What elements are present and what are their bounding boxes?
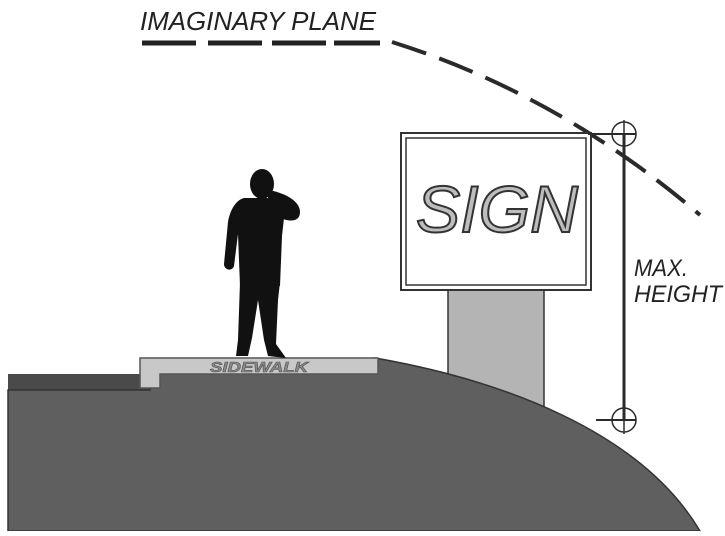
- sign-board-text: SIGN: [416, 172, 578, 246]
- sign-board: [400, 132, 592, 291]
- sidewalk-label: SIDEWALK: [210, 359, 309, 376]
- sign-board-inner-border: [405, 137, 587, 286]
- ground-hill: [7, 357, 702, 532]
- imaginary-plane-arc: [391, 40, 702, 217]
- person-silhouette: [224, 169, 300, 358]
- max-height-dimension: [588, 120, 637, 434]
- road-surface: [8, 374, 168, 394]
- sidewalk: [139, 357, 379, 389]
- max-height-label-line2: HEIGHT: [634, 281, 724, 308]
- imaginary-plane-label: IMAGINARY PLANE: [140, 6, 377, 36]
- max-height-label-line1: MAX.: [634, 255, 688, 282]
